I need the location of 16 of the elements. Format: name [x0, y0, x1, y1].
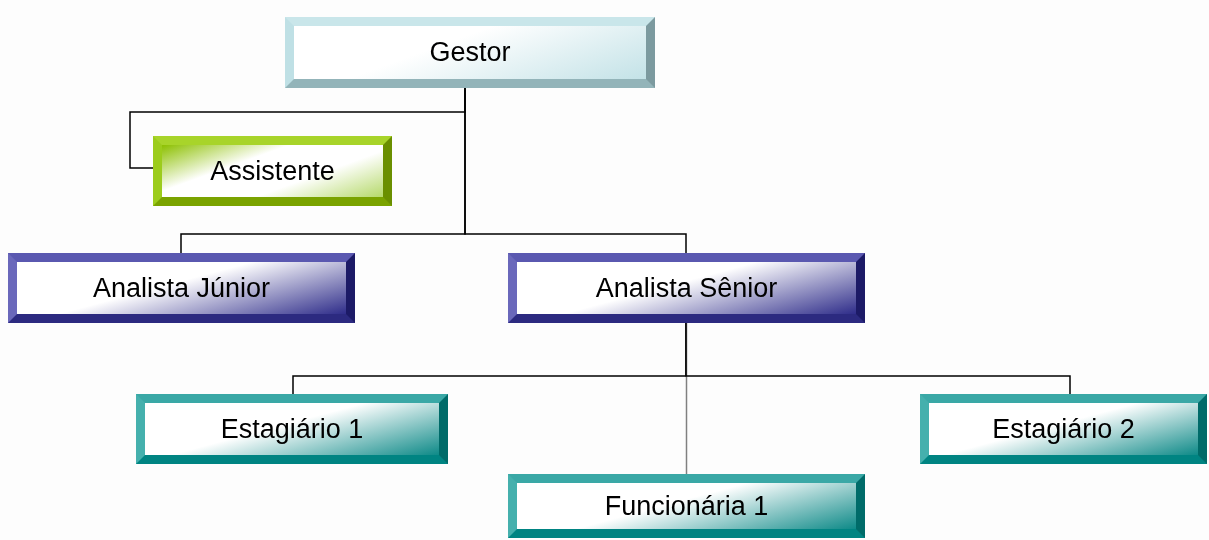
- org-chart-box: [285, 17, 655, 88]
- role-title: Assistente: [210, 154, 335, 188]
- org-chart-box: [508, 253, 865, 323]
- connector-line: [464, 87, 687, 254]
- org-chart-box: [920, 394, 1207, 464]
- role-title: Analista Júnior: [92, 271, 271, 305]
- org-chart-box: [8, 253, 355, 323]
- role-title: Estagiário 2: [992, 412, 1135, 446]
- org-chart-box: [136, 394, 448, 464]
- org-chart-box: [153, 136, 392, 206]
- role-title: Analista Sênior: [595, 271, 778, 305]
- org-chart-box: [508, 474, 865, 538]
- role-title: Estagiário 1: [220, 412, 364, 446]
- role-title: Gestor: [429, 36, 511, 70]
- connector-line: [685, 322, 1071, 395]
- role-title: Funcionária 1: [604, 489, 769, 523]
